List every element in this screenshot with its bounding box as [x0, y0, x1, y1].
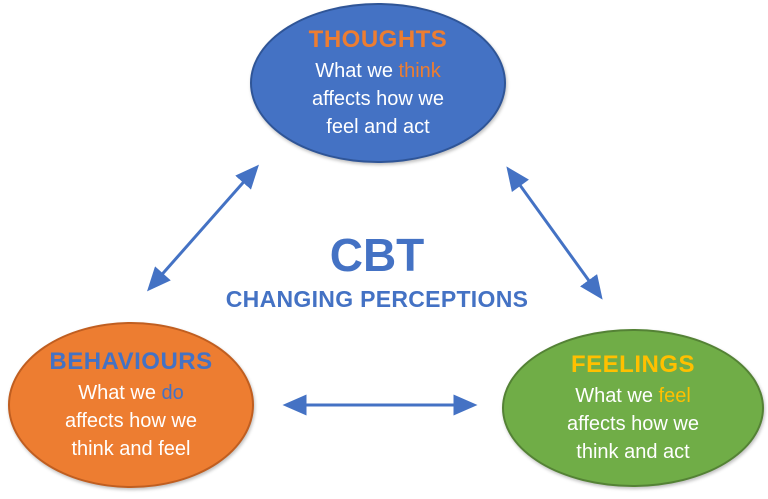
arrow-thoughts-behaviours [147, 164, 259, 292]
arrow-thoughts-feelings [506, 166, 603, 300]
behaviours-line3: think and feel [71, 437, 191, 460]
feelings-line1-highlight: feel [658, 384, 691, 407]
behaviours-line1-highlight: do [161, 381, 184, 404]
feelings-line1: What we feel [575, 382, 691, 410]
thoughts-line1-pre: What we [315, 59, 399, 82]
behaviours-bubble: BEHAVIOURS What we do affects how we thi… [8, 322, 254, 488]
feelings-line1-pre: What we [575, 384, 659, 407]
thoughts-bubble: THOUGHTS What we think affects how we fe… [250, 3, 506, 163]
behaviours-line1: What we do [78, 379, 184, 407]
center-label-box: CBT CHANGING PERCEPTIONS [225, 203, 529, 341]
cbt-subtitle: CHANGING PERCEPTIONS [225, 285, 529, 312]
thoughts-line1-highlight: think [398, 59, 441, 82]
thoughts-line2: affects how we [312, 87, 444, 110]
behaviours-title: BEHAVIOURS [49, 347, 213, 375]
feelings-title: FEELINGS [570, 350, 695, 378]
feelings-line2: affects how we [567, 412, 699, 435]
behaviours-line2: affects how we [65, 409, 197, 432]
feelings-bubble: FEELINGS What we feel affects how we thi… [502, 329, 764, 487]
thoughts-line3: feel and act [326, 115, 430, 138]
thoughts-line1: What we think [315, 57, 441, 85]
thoughts-title: THOUGHTS [308, 25, 448, 53]
behaviours-line1-pre: What we [78, 381, 162, 404]
cbt-title: CBT [329, 228, 425, 281]
feelings-line3: think and act [576, 440, 690, 463]
